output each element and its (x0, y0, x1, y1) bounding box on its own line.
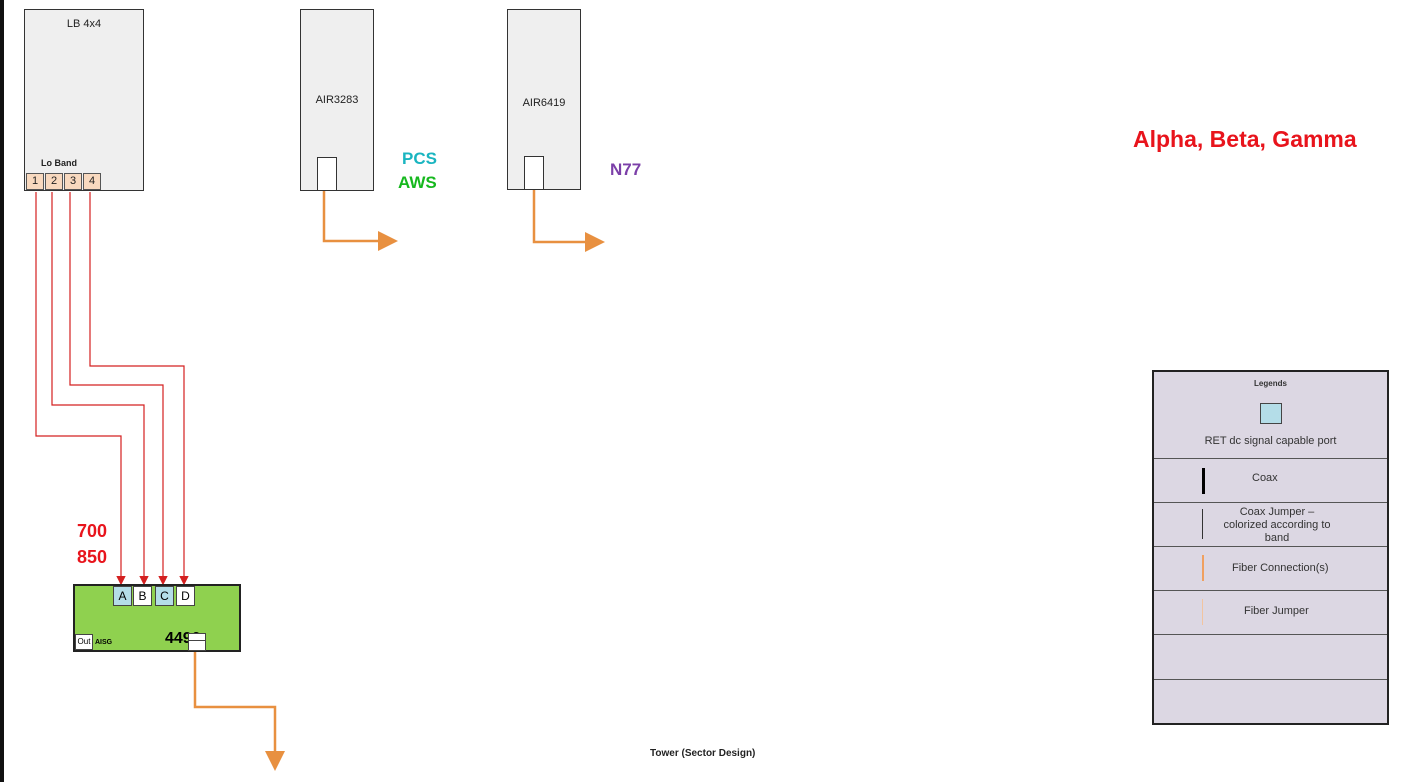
fiber-port[interactable] (317, 157, 337, 191)
band-label-pcs: PCS (402, 149, 437, 168)
coax-jumper-line (69, 192, 168, 586)
fiber-jumper-swatch (1202, 599, 1203, 625)
band-label-n77: N77 (610, 160, 642, 179)
legend-row-coax-jumper: Coax Jumper – colorized according to ban… (1154, 502, 1387, 546)
fiber-swatch (1202, 555, 1204, 581)
port-group-label: Lo Band (41, 158, 77, 168)
legend-row-fiber: Fiber Connection(s) (1154, 546, 1387, 590)
coax-jumper-swatch (1202, 509, 1203, 539)
combiner-port-c[interactable]: C (155, 586, 174, 606)
combiner-port-row: A B C D (113, 586, 197, 606)
fiber-line (322, 190, 398, 251)
legend-item-ret: RET dc signal capable port (1204, 435, 1337, 447)
legend-row-coax: Coax (1154, 458, 1387, 502)
lb-port-row: 1 2 3 4 (26, 173, 103, 191)
antenna-name: AIR6419 (522, 97, 566, 109)
antenna-lb-4x4: LB 4x4 Lo Band 1 2 3 4 (24, 9, 144, 191)
legend-item-coax: Coax (1252, 472, 1278, 484)
lb-port-2[interactable]: 2 (45, 173, 63, 190)
band-label-700: 700 (77, 521, 108, 541)
out-port[interactable]: Out (75, 634, 93, 650)
legend-title: Legends (1254, 379, 1287, 388)
combiner-port-a[interactable]: A (113, 586, 132, 606)
band-label-aws: AWS (398, 173, 437, 192)
aisg-label: AISG (95, 639, 113, 646)
lb-port-4[interactable]: 4 (83, 173, 101, 190)
antenna-name: AIR3283 (315, 94, 359, 106)
coax-jumper-line (51, 192, 149, 586)
antenna-air3283: AIR3283 (300, 9, 374, 191)
fiber-port[interactable] (524, 156, 544, 190)
ret-port-swatch (1260, 403, 1282, 424)
coax-jumper-line (35, 192, 126, 586)
lb-port-1[interactable]: 1 (26, 173, 44, 190)
footer-label: Tower (Sector Design) (650, 748, 756, 759)
legend-item-fiber: Fiber Connection(s) (1232, 562, 1329, 574)
diagram-title: Alpha, Beta, Gamma (1133, 126, 1357, 152)
lb-port-3[interactable]: 3 (64, 173, 82, 190)
fiber-port[interactable] (188, 633, 206, 651)
fiber-line (193, 652, 285, 771)
fiber-line (532, 190, 605, 252)
combiner-4490: A B C D Out AISG 4490 (73, 584, 241, 652)
legend-item-coax-jumper: Coax Jumper – colorized according to ban… (1223, 506, 1331, 544)
coax-swatch (1202, 468, 1205, 494)
band-label-850: 850 (77, 547, 108, 567)
port-divider (189, 640, 205, 641)
legend-row-empty (1154, 679, 1387, 723)
legend-row-empty (1154, 634, 1387, 679)
left-border (0, 0, 4, 782)
antenna-name: LB 4x4 (66, 18, 102, 30)
antenna-air6419: AIR6419 (507, 9, 581, 190)
legend-item-fiber-jumper: Fiber Jumper (1244, 605, 1309, 617)
coax-jumper-line (89, 192, 189, 586)
combiner-port-b[interactable]: B (133, 586, 152, 606)
legend-row-fiber-jumper: Fiber Jumper (1154, 590, 1387, 634)
combiner-port-d[interactable]: D (176, 586, 195, 606)
legend-panel: Legends RET dc signal capable port Coax … (1152, 370, 1389, 725)
